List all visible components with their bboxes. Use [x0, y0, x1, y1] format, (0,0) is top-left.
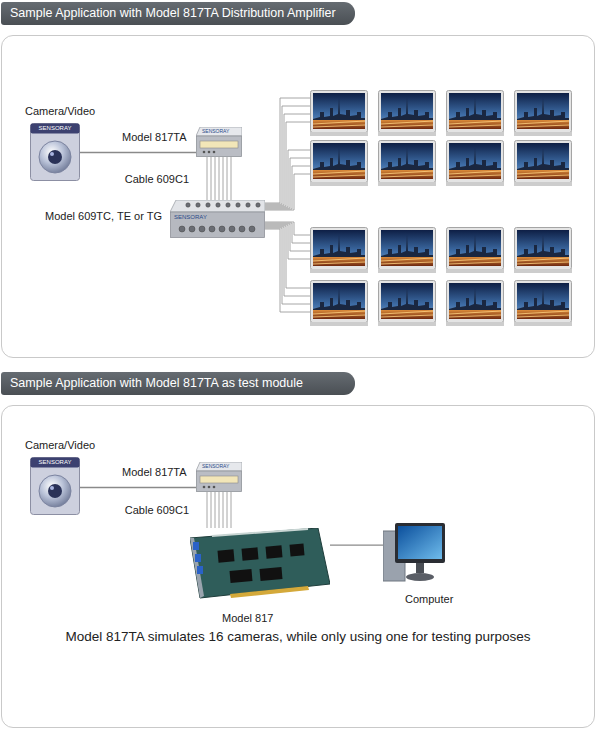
cable-strand	[215, 492, 216, 528]
computer-device: Computer	[383, 523, 449, 585]
camera-device-outline	[30, 123, 80, 181]
cable-label: Cable 609C1	[125, 173, 189, 186]
camera-device: Camera/VideoSENSORAY	[30, 123, 80, 181]
camera-device: Camera/VideoSENSORAY	[30, 457, 80, 515]
computer-device-outline	[383, 523, 449, 585]
cable-strand	[215, 157, 216, 200]
cable-strand	[231, 157, 232, 200]
cable-strand	[227, 157, 228, 200]
amplifier-module: Model 817TASENSORAY	[196, 462, 242, 492]
device-label: Model 817	[222, 612, 273, 625]
distribution-unit: Model 609TC, TE or TGSENSORAY	[170, 200, 265, 238]
device-label: Computer	[405, 593, 453, 606]
distribution-wires	[265, 98, 310, 312]
signal-line	[330, 544, 383, 545]
application-panel: Sample Application with Model 817TA as t…	[1, 405, 595, 728]
device-label: Camera/Video	[25, 105, 95, 118]
device-label: Model 817TA	[122, 131, 187, 144]
device-label: Model 609TC, TE or TG	[45, 210, 162, 223]
cable-strand	[211, 492, 212, 528]
application-panel: Sample Application with Model 817TA Dist…	[1, 35, 595, 358]
cable-bundle	[219, 157, 220, 200]
brand-mark: SENSORAY	[202, 128, 229, 135]
caption-note: Model 817TA simulates 16 cameras, while …	[0, 629, 596, 645]
cable-strand	[207, 157, 208, 200]
cable-label: Cable 609C1	[125, 504, 189, 517]
cable-strand	[223, 492, 224, 528]
brand-mark: SENSORAY	[30, 124, 80, 132]
device-label: Model 817TA	[122, 466, 187, 479]
signal-line	[80, 152, 196, 153]
brand-mark: SENSORAY	[174, 213, 207, 221]
device-label: Camera/Video	[25, 439, 95, 452]
cable-strand	[207, 492, 208, 528]
cable-bundle	[219, 492, 220, 528]
panel-heading: Sample Application with Model 817TA as t…	[1, 372, 355, 395]
amplifier-module: Model 817TASENSORAY	[196, 127, 242, 157]
cable-strand	[227, 492, 228, 528]
camera-device-outline	[30, 457, 80, 515]
cable-strand	[223, 157, 224, 200]
signal-line	[80, 487, 196, 488]
cable-strand	[211, 157, 212, 200]
brand-mark: SENSORAY	[202, 463, 229, 470]
capture-card-outline	[190, 528, 330, 600]
capture-card: Model 817	[190, 528, 330, 600]
panel-heading: Sample Application with Model 817TA Dist…	[1, 2, 355, 25]
monitor-wall	[310, 91, 572, 327]
cable-strand	[231, 492, 232, 528]
brand-mark: SENSORAY	[30, 458, 80, 466]
